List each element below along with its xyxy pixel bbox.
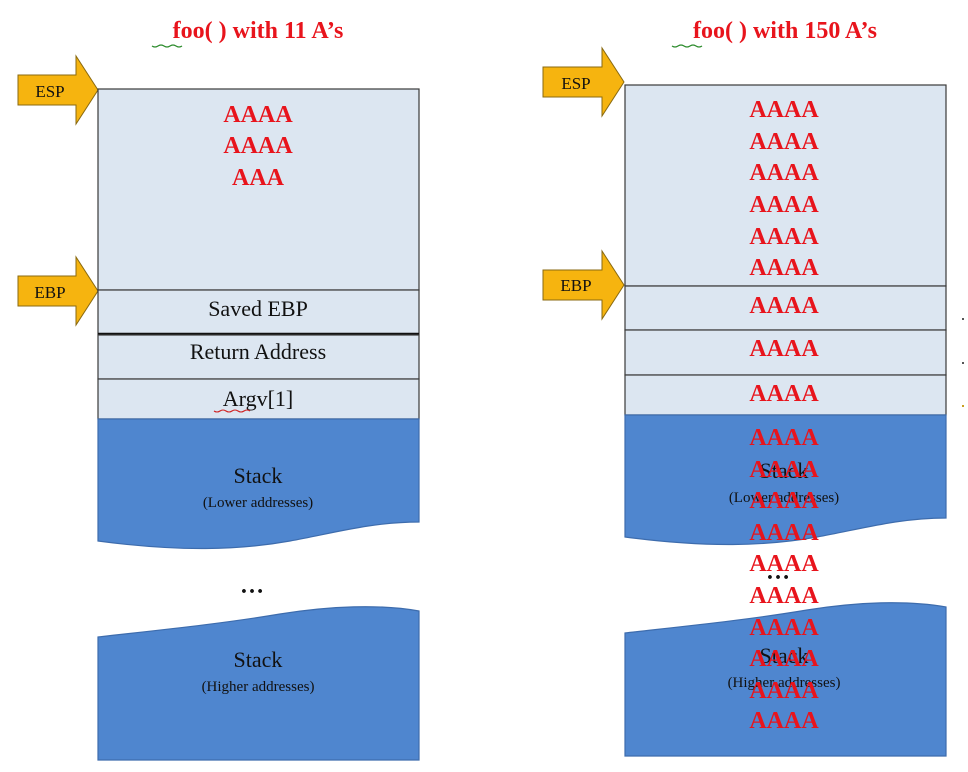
left-argv-label: Argv[1]: [223, 386, 293, 411]
left-ebp-arrow-shape: [17, 255, 99, 327]
right-return-address-overwrite: AAAA: [749, 336, 819, 362]
right-return-address-block: [624, 329, 947, 376]
right-argv-overwrite: AAAA: [749, 381, 819, 407]
edge-mark-1: [962, 318, 964, 320]
left-esp-label: ESP: [35, 82, 64, 101]
left-stack-higher-sublabel: (Higher addresses): [202, 679, 315, 695]
right-overflow-line-8: AAAA: [749, 646, 819, 672]
right-overflow-line-4: AAAA: [749, 520, 819, 546]
left-buffer-line-2: AAAA: [223, 133, 293, 159]
right-buffer-line-3: AAAA: [749, 160, 819, 186]
left-saved-ebp-label: Saved EBP: [208, 296, 308, 321]
left-return-address-label: Return Address: [190, 339, 326, 364]
right-buffer-line-6: AAAA: [749, 255, 819, 281]
left-return-address-block: [97, 334, 420, 380]
left-ebp-label: EBP: [34, 283, 65, 302]
right-overflow-line-5: AAAA: [749, 551, 819, 577]
right-ebp-label: EBP: [560, 276, 591, 295]
left-stack-lower-label: Stack: [234, 463, 283, 488]
right-overflow-line-6: AAAA: [749, 583, 819, 609]
right-ebp-arrow-shape: [542, 249, 625, 321]
right-buffer-block: [624, 84, 947, 287]
right-saved-ebp-block: [624, 285, 947, 331]
right-overflow-line-3: AAAA: [749, 488, 819, 514]
right-buffer-line-2: AAAA: [749, 129, 819, 155]
right-overflow-line-10: AAAA: [749, 708, 819, 734]
left-ebp-arrow: EBP: [17, 255, 99, 327]
right-title: foo( ) with 150 A’s: [693, 18, 877, 44]
right-buffer-line-4: AAAA: [749, 192, 819, 218]
left-ellipsis: …: [240, 573, 264, 599]
right-buffer-line-1: AAAA: [749, 97, 819, 123]
left-diagram: foo( ) with 11 A’s ESP EBP AAAA AAAA AAA…: [17, 18, 420, 761]
left-esp-arrow-shape: [17, 54, 99, 126]
right-argv-block: [624, 374, 947, 416]
left-argv-block: [97, 378, 420, 420]
edge-mark-3: [962, 405, 964, 407]
right-buffer-line-5: AAAA: [749, 224, 819, 250]
right-esp-arrow-shape: [542, 46, 625, 118]
right-diagram: foo( ) with 150 A’s ESP EBP AAAA AAAA AA…: [542, 18, 947, 757]
left-buffer-line-3: AAA: [232, 165, 285, 191]
right-overflow-line-7: AAAA: [749, 615, 819, 641]
left-esp-arrow: ESP: [17, 54, 99, 126]
left-title-spellcheck-underline: [151, 44, 183, 48]
right-stack-higher-block: [624, 602, 947, 757]
right-overflow-line-1: AAAA: [749, 425, 819, 451]
right-stack-lower-label: Stack: [760, 458, 809, 483]
left-stack-lower-block: [97, 418, 420, 550]
right-stack-higher-sublabel: (Higher addresses): [728, 675, 841, 691]
right-overflow-line-2: AAAA: [749, 457, 819, 483]
right-saved-ebp-overwrite: AAAA: [749, 293, 819, 319]
right-stack-higher-label: Stack: [760, 643, 809, 668]
edge-mark-2: [962, 362, 964, 364]
left-stack-higher-block: [97, 606, 420, 761]
left-buffer-block: [97, 88, 420, 291]
right-esp-arrow: ESP: [542, 46, 625, 118]
left-buffer-line-1: AAAA: [223, 102, 293, 128]
right-ellipsis: …: [766, 559, 790, 585]
right-title-spellcheck-underline: [671, 44, 703, 48]
right-ebp-arrow: EBP: [542, 249, 625, 321]
left-argv-spellcheck-underline: [213, 409, 251, 413]
edge-artifacts: [962, 318, 964, 407]
left-title: foo( ) with 11 A’s: [173, 18, 344, 44]
right-stack-lower-sublabel: (Lower addresses): [729, 490, 839, 506]
left-stack-higher-label: Stack: [234, 647, 283, 672]
right-overflow-line-9: AAAA: [749, 678, 819, 704]
right-esp-label: ESP: [561, 74, 590, 93]
left-stack-lower-sublabel: (Lower addresses): [203, 495, 313, 511]
right-stack-lower-block: [624, 414, 947, 546]
